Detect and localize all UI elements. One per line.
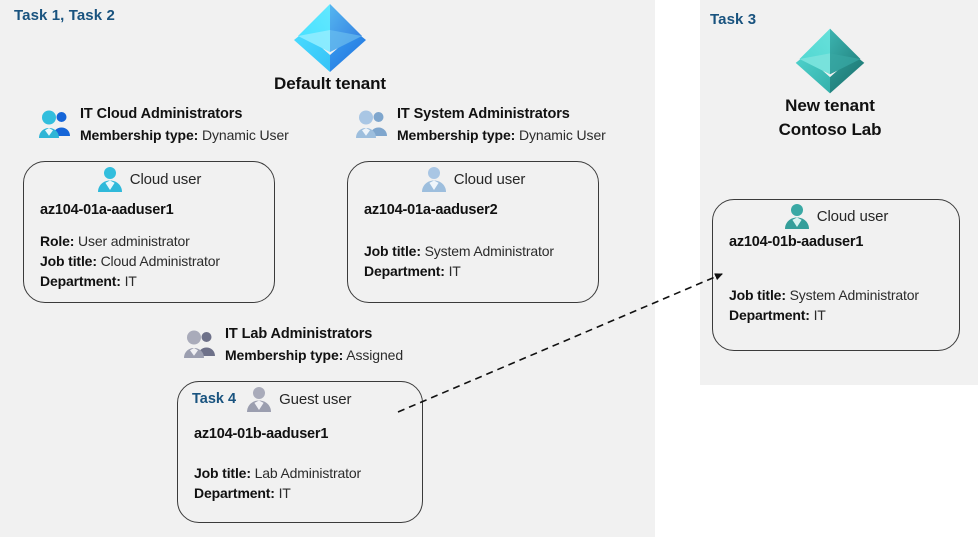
attr-label: Job title: (194, 465, 251, 481)
user-card-aaduser1[interactable]: Cloud user az104-01a-aaduser1 Role: User… (23, 161, 275, 303)
group-membership-type: Membership type: Dynamic User (80, 125, 289, 145)
group-name: IT Lab Administrators (225, 326, 373, 342)
attr-label: Job title: (729, 287, 786, 303)
task-label-1-2: Task 1, Task 2 (14, 7, 115, 24)
cloud-user-icon (421, 167, 446, 192)
user-principal-name: az104-01a-aaduser2 (364, 202, 498, 218)
user-attributes: Role: User administrator Job title: Clou… (24, 232, 274, 292)
user-kind-label: Cloud user (129, 170, 202, 188)
attr-department: Department: IT (729, 306, 959, 326)
attr-value: IT (278, 484, 291, 501)
membership-type-label: Membership type: (225, 346, 344, 363)
attr-label: Department: (364, 262, 445, 279)
group-users-icon (184, 330, 215, 358)
group-name: IT Cloud Administrators (80, 106, 243, 122)
attr-department: Department: IT (40, 272, 274, 292)
new-tenant-name-line1: New tenant (785, 96, 875, 115)
attr-value: IT (448, 262, 461, 279)
attr-department: Department: IT (194, 484, 422, 504)
attr-job-title: Job title: System Administrator (729, 286, 959, 306)
attr-value: Cloud Administrator (100, 252, 220, 269)
user-attributes: Job title: Lab Administrator Department:… (178, 464, 422, 504)
group-it-cloud-administrators: IT Cloud Administrators Membership type:… (38, 105, 289, 145)
group-users-icon (356, 110, 387, 138)
membership-type-value: Dynamic User (202, 126, 289, 143)
task-label-4: Task 4 (192, 391, 237, 407)
attr-value: System Administrator (424, 243, 554, 259)
user-principal-name: az104-01a-aaduser1 (40, 202, 174, 218)
default-tenant-name: Default tenant (274, 74, 386, 93)
membership-type-label: Membership type: (397, 126, 516, 143)
user-card-aaduser2[interactable]: Cloud user az104-01a-aaduser2 Job title:… (347, 161, 599, 303)
user-attributes: Job title: System Administrator Departme… (713, 286, 959, 326)
azure-ad-tenant-icon (795, 28, 865, 94)
group-name: IT System Administrators (397, 106, 570, 122)
card-header: Cloud user (713, 200, 959, 232)
attr-value: Lab Administrator (254, 465, 362, 481)
group-it-system-administrators: IT System Administrators Membership type… (355, 105, 606, 145)
attr-label: Role: (40, 233, 75, 249)
attr-value: IT (124, 272, 137, 289)
default-tenant-panel (0, 0, 655, 537)
group-membership-type: Membership type: Dynamic User (397, 125, 606, 145)
default-tenant-block: Default tenant (205, 2, 455, 96)
user-kind-label: Cloud user (453, 170, 526, 188)
azure-ad-tenant-icon (294, 4, 366, 72)
attr-role: Role: User administrator (40, 232, 274, 252)
attr-value: System Administrator (789, 287, 919, 303)
membership-type-value: Assigned (346, 346, 404, 363)
membership-type-value: Dynamic User (519, 126, 606, 143)
task-label-3: Task 3 (710, 11, 757, 28)
group-users-icon (39, 110, 70, 138)
user-principal-name: az104-01b-aaduser1 (194, 426, 329, 442)
cloud-user-icon (97, 167, 122, 192)
user-card-guest-aaduser1[interactable]: Task 4 Guest user az104-01b-aaduser1 Job… (177, 381, 423, 523)
user-attributes: Job title: System Administrator Departme… (348, 242, 598, 282)
group-it-lab-administrators: IT Lab Administrators Membership type: A… (183, 325, 403, 365)
attr-department: Department: IT (364, 262, 598, 282)
user-card-new-tenant-aaduser1[interactable]: Cloud user az104-01b-aaduser1 Job title:… (712, 199, 960, 351)
cloud-user-icon (784, 204, 809, 229)
card-header: Cloud user (348, 162, 598, 196)
user-kind-label: Guest user (279, 390, 352, 408)
attr-job-title: Job title: Cloud Administrator (40, 252, 274, 272)
group-membership-type: Membership type: Assigned (225, 345, 403, 365)
card-header: Cloud user (24, 162, 274, 196)
attr-label: Department: (40, 272, 121, 289)
card-header: Task 4 Guest user (178, 382, 422, 416)
user-principal-name: az104-01b-aaduser1 (729, 234, 864, 250)
new-tenant-block: New tenant Contoso Lab (705, 26, 955, 142)
attr-job-title: Job title: Lab Administrator (194, 464, 422, 484)
attr-label: Department: (194, 484, 275, 501)
attr-value: User administrator (78, 233, 190, 249)
guest-user-icon (247, 387, 272, 412)
attr-value: IT (813, 306, 826, 323)
user-kind-label: Cloud user (816, 207, 889, 225)
attr-job-title: Job title: System Administrator (364, 242, 598, 262)
membership-type-label: Membership type: (80, 126, 199, 143)
attr-label: Department: (729, 306, 810, 323)
attr-label: Job title: (364, 243, 421, 259)
attr-label: Job title: (40, 252, 97, 269)
new-tenant-name-line2: Contoso Lab (778, 120, 882, 140)
